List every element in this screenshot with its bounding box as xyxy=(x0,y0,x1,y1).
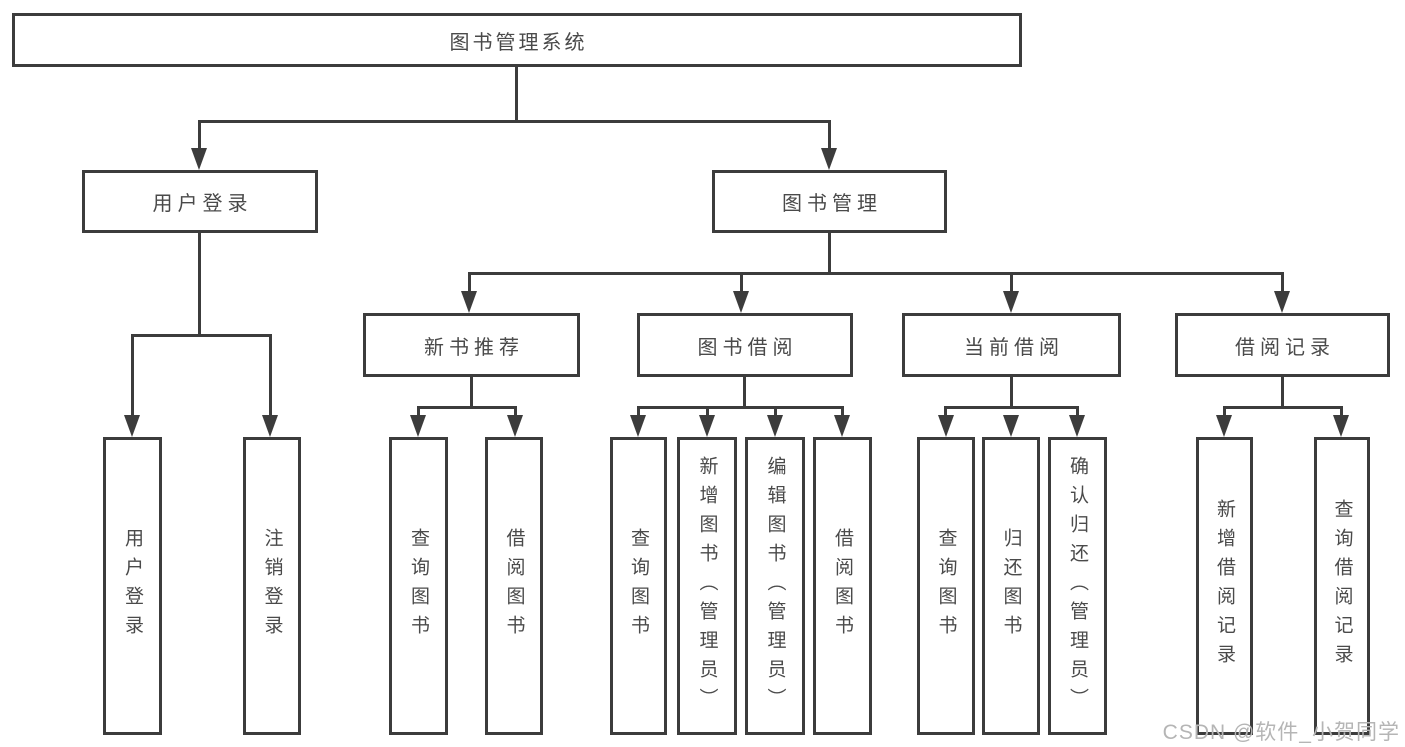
connector-userlogin-arm-left xyxy=(131,334,134,415)
connector-br-arm-1 xyxy=(1223,406,1226,415)
node-cb-query: 查询图书 xyxy=(917,437,975,735)
node-nbr-borrow: 借阅图书 xyxy=(485,437,543,735)
connector-bb-rail xyxy=(637,406,844,409)
connector-br-arm-2 xyxy=(1340,406,1343,415)
connector-root-arm-left xyxy=(198,120,201,148)
arrow-down-icon xyxy=(262,415,278,437)
connector-br-stem xyxy=(1281,377,1284,406)
node-bb-query: 查询图书 xyxy=(610,437,667,735)
connector-nbr-stem xyxy=(470,377,473,406)
connector-nbr-arm-2 xyxy=(514,406,517,415)
node-bb-add-label: 新增图书（管理员） xyxy=(696,455,718,717)
arrow-down-icon xyxy=(938,415,954,437)
node-book-borrow: 图书借阅 xyxy=(637,313,853,377)
connector-bb-stem xyxy=(743,377,746,406)
node-cb-confirm: 确认归还（管理员） xyxy=(1048,437,1107,735)
arrow-down-icon xyxy=(733,291,749,313)
connector-br-rail xyxy=(1223,406,1343,409)
node-user-login: 用户登录 xyxy=(82,170,318,233)
node-new-book-rec-label: 新书推荐 xyxy=(424,336,524,359)
arrow-down-icon xyxy=(1274,291,1290,313)
node-br-add-label: 新增借阅记录 xyxy=(1214,499,1235,673)
node-br-query-label: 查询借阅记录 xyxy=(1331,499,1353,673)
arrow-down-icon xyxy=(821,148,837,170)
arrow-down-icon xyxy=(834,415,850,437)
node-book-mgmt-label: 图书管理 xyxy=(782,193,882,215)
node-logout: 注销登录 xyxy=(243,437,301,735)
arrow-down-icon xyxy=(124,415,140,437)
arrow-down-icon xyxy=(191,148,207,170)
node-root-label: 图书管理系统 xyxy=(449,31,588,54)
connector-bb-arm-4 xyxy=(841,406,844,415)
arrow-down-icon xyxy=(410,415,426,437)
node-current-borrow: 当前借阅 xyxy=(902,313,1121,377)
connector-userlogin-rail xyxy=(131,334,272,337)
connector-cb-rail xyxy=(944,406,1079,409)
connector-bookmgmt-arm-3 xyxy=(1010,272,1013,291)
arrow-down-icon xyxy=(1003,415,1019,437)
connector-nbr-rail xyxy=(417,406,517,409)
arrow-down-icon xyxy=(1003,291,1019,313)
arrow-down-icon xyxy=(630,415,646,437)
connector-bookmgmt-arm-1 xyxy=(468,272,471,291)
node-cb-query-label: 查询图书 xyxy=(935,528,957,644)
node-cb-return-label: 归还图书 xyxy=(1000,528,1022,644)
node-nbr-query-label: 查询图书 xyxy=(408,528,429,644)
arrow-down-icon xyxy=(507,415,523,437)
node-bb-query-label: 查询图书 xyxy=(628,528,649,644)
connector-bookmgmt-rail xyxy=(468,272,1284,275)
arrow-down-icon xyxy=(699,415,715,437)
node-bb-borrow: 借阅图书 xyxy=(813,437,872,735)
arrow-down-icon xyxy=(1333,415,1349,437)
connector-root-rail xyxy=(198,120,830,123)
connector-nbr-arm-1 xyxy=(417,406,420,415)
node-new-book-rec: 新书推荐 xyxy=(363,313,580,377)
connector-cb-arm-3 xyxy=(1076,406,1079,415)
node-br-add: 新增借阅记录 xyxy=(1196,437,1253,735)
node-login: 用户登录 xyxy=(103,437,162,735)
arrow-down-icon xyxy=(767,415,783,437)
connector-userlogin-arm-right xyxy=(269,334,272,415)
node-bb-add: 新增图书（管理员） xyxy=(677,437,737,735)
node-borrow-record-label: 借阅记录 xyxy=(1235,336,1335,359)
connector-cb-arm-1 xyxy=(944,406,947,415)
node-nbr-query: 查询图书 xyxy=(389,437,448,735)
node-user-login-label: 用户登录 xyxy=(152,193,253,215)
connector-bookmgmt-arm-2 xyxy=(740,272,743,291)
node-logout-label: 注销登录 xyxy=(261,528,283,644)
connector-bb-arm-2 xyxy=(706,406,709,415)
node-bb-borrow-label: 借阅图书 xyxy=(832,528,853,644)
connector-userlogin-stem xyxy=(198,233,201,334)
connector-bookmgmt-arm-4 xyxy=(1281,272,1284,291)
connector-bb-arm-1 xyxy=(637,406,640,415)
node-bb-edit: 编辑图书（管理员） xyxy=(745,437,805,735)
connector-bb-arm-3 xyxy=(774,406,777,415)
node-login-label: 用户登录 xyxy=(122,528,143,644)
node-root: 图书管理系统 xyxy=(12,13,1022,67)
connector-root-stem xyxy=(515,67,518,120)
connector-bookmgmt-stem xyxy=(828,233,831,272)
watermark: CSDN @软件_小贺同学 xyxy=(1162,721,1400,744)
node-book-borrow-label: 图书借阅 xyxy=(697,336,798,359)
node-book-mgmt: 图书管理 xyxy=(712,170,947,233)
node-nbr-borrow-label: 借阅图书 xyxy=(503,528,525,644)
arrow-down-icon xyxy=(1069,415,1085,437)
connector-root-arm-right xyxy=(828,120,831,148)
arrow-down-icon xyxy=(461,291,477,313)
node-cb-confirm-label: 确认归还（管理员） xyxy=(1067,455,1088,717)
arrow-down-icon xyxy=(1216,415,1232,437)
connector-cb-stem xyxy=(1010,377,1013,406)
node-current-borrow-label: 当前借阅 xyxy=(964,336,1064,359)
node-br-query: 查询借阅记录 xyxy=(1314,437,1370,735)
node-borrow-record: 借阅记录 xyxy=(1175,313,1390,377)
node-bb-edit-label: 编辑图书（管理员） xyxy=(764,455,786,717)
node-cb-return: 归还图书 xyxy=(982,437,1040,735)
